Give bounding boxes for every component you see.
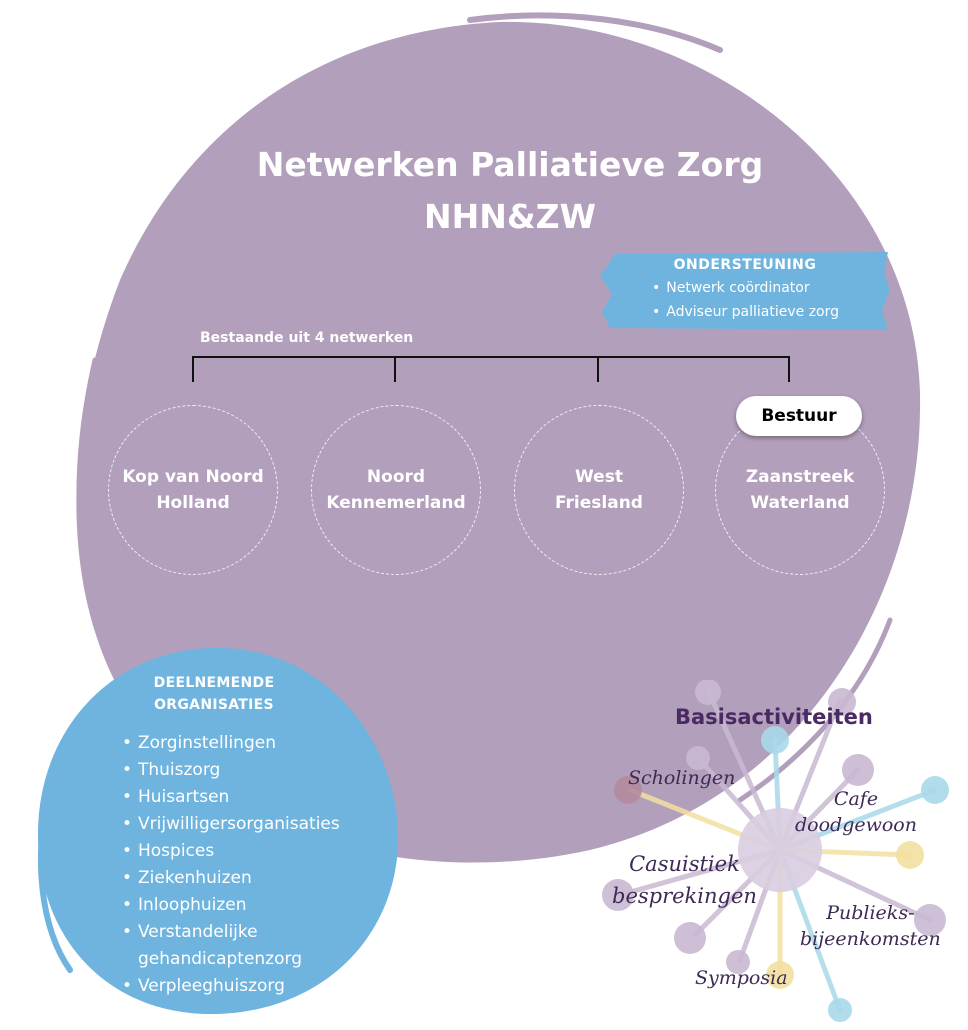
activities-title: Basisactiviteiten: [675, 705, 873, 729]
organisation-item: Hospices: [122, 838, 340, 865]
organisation-item: Inloophuizen: [122, 892, 340, 919]
network-label: Zaanstreek Waterland: [745, 467, 855, 513]
organisation-item: Verstandelijke gehandicaptenzorg: [122, 919, 340, 973]
activity-symposia: Symposia: [695, 967, 788, 989]
network-circle-west-friesland: West Friesland: [514, 405, 684, 575]
activity-cafe-doodgewoon: Cafe doodgewoon: [795, 788, 917, 836]
diagram-title-line2: NHN&ZW: [424, 197, 596, 236]
organisation-item: Thuiszorg: [122, 757, 340, 784]
activity-publieksbijeenkomsten: Publieks- bijeenkomsten: [800, 902, 941, 950]
support-item: Netwerk coördinator: [652, 280, 809, 296]
network-label: Kop van Noord Holland: [122, 467, 264, 513]
networks-label: Bestaande uit 4 netwerken: [200, 330, 414, 346]
activities-graphic: [602, 680, 949, 1022]
organisations-heading-line1: DEELNEMENDE: [153, 675, 275, 691]
organisation-item: Verpleeghuiszorg: [122, 973, 340, 1000]
support-item: Adviseur palliatieve zorg: [652, 304, 839, 320]
organisations-list: Zorginstellingen Thuiszorg Huisartsen Vr…: [122, 730, 340, 1000]
network-label: West Friesland: [555, 467, 643, 513]
bestuur-badge: Bestuur: [736, 396, 862, 436]
organisations-heading: DEELNEMENDE ORGANISATIES: [100, 672, 328, 716]
organisation-item: Zorginstellingen: [122, 730, 340, 757]
network-circle-noord-kennemerland: Noord Kennemerland: [311, 405, 481, 575]
support-heading: ONDERSTEUNING: [673, 257, 817, 273]
organisation-item: Ziekenhuizen: [122, 865, 340, 892]
diagram-title-line1: Netwerken Palliatieve Zorg: [256, 145, 764, 184]
activity-casuistiek-besprekingen: Casuistiek besprekingen: [612, 852, 757, 908]
activity-scholingen: Scholingen: [628, 767, 736, 789]
network-circle-kop-van-noord-holland: Kop van Noord Holland: [108, 405, 278, 575]
organisations-heading-line2: ORGANISATIES: [154, 697, 274, 713]
organisation-item: Huisartsen: [122, 784, 340, 811]
network-circle-zaanstreek-waterland: Zaanstreek Waterland: [715, 405, 885, 575]
network-label: Noord Kennemerland: [326, 467, 466, 513]
organisation-item: Vrijwilligersorganisaties: [122, 811, 340, 838]
support-box: ONDERSTEUNING Netwerk coördinator Advise…: [600, 250, 890, 332]
